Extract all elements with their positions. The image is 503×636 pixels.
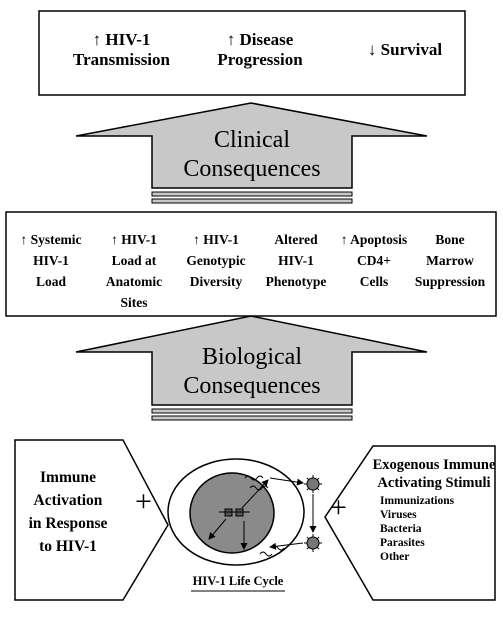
outcomes-box <box>38 10 466 96</box>
exogenous-stimuli-list: Immunizations Viruses Bacteria Parasites… <box>380 494 492 564</box>
virion-bottom-icon <box>304 534 322 552</box>
effect-bone-marrow-suppression: Bone Marrow Suppression <box>414 232 486 289</box>
arrow-integration <box>208 518 227 540</box>
biological-arrow-base-bar-1 <box>151 408 353 414</box>
biological-arrow-base-bar-2 <box>151 415 353 421</box>
list-item: Parasites <box>380 537 425 549</box>
rna-squiggle-2 <box>249 485 269 491</box>
up-arrow-icon: ↑ <box>193 232 200 247</box>
plus-sign-right: + <box>330 491 347 524</box>
outcome-survival: ↓ Survival <box>367 40 443 59</box>
effect-apoptosis: ↑ Apoptosis CD4+ Cells <box>340 232 408 289</box>
effect-systemic-load: ↑ Systemic HIV-1 Load <box>20 232 82 289</box>
up-arrow-icon: ↑ <box>92 30 102 49</box>
list-item: Bacteria <box>380 523 422 535</box>
effects-box <box>5 211 497 317</box>
plus-sign-left: + <box>135 485 152 518</box>
up-arrow-icon: ↑ <box>20 232 28 247</box>
list-item: Viruses <box>380 509 417 521</box>
rna-squiggle-4 <box>259 551 273 557</box>
list-item: Immunizations <box>380 495 455 507</box>
virion-top-icon <box>304 475 322 493</box>
exogenous-stimuli-title: Exogenous Immune Activating Stimuli <box>372 457 496 491</box>
effect-genotypic-diversity: ↑ HIV-1 Genotypic Diversity <box>186 232 246 289</box>
effect-altered-phenotype: Altered HIV-1 Phenotype <box>265 232 327 289</box>
rna-squiggle-3 <box>271 545 285 551</box>
clinical-arrow <box>75 102 428 189</box>
biological-arrow <box>75 315 428 406</box>
up-arrow-icon: ↑ <box>111 232 118 247</box>
arrow-release <box>269 477 304 486</box>
rna-squiggle-1 <box>244 475 264 481</box>
clinical-consequences-label: Clinical Consequences <box>183 127 321 182</box>
clinical-arrow-base-bar-1 <box>151 191 353 197</box>
effect-anatomic-load: ↑ HIV-1 Load at Anatomic Sites <box>105 232 163 310</box>
outcome-disease-progression: ↑ Disease Progression <box>217 30 303 69</box>
up-arrow-icon: ↑ <box>340 232 348 247</box>
left-input-arrow <box>14 439 169 601</box>
up-arrow-icon: ↑ <box>226 30 236 49</box>
immune-activation-label: Immune Activation in Response to HIV-1 <box>28 469 108 555</box>
outcome-hiv-transmission: ↑ HIV-1 Transmission <box>73 30 170 69</box>
biological-consequences-label: Biological Consequences <box>183 344 321 399</box>
right-input-arrow <box>324 445 496 601</box>
down-arrow-icon: ↓ <box>367 40 377 59</box>
arrow-provirus-to-virion <box>241 479 269 509</box>
hiv-life-cycle-label: HIV-1 Life Cycle <box>192 574 284 588</box>
list-item: Other <box>380 551 410 563</box>
clinical-arrow-base-bar-2 <box>151 198 353 204</box>
